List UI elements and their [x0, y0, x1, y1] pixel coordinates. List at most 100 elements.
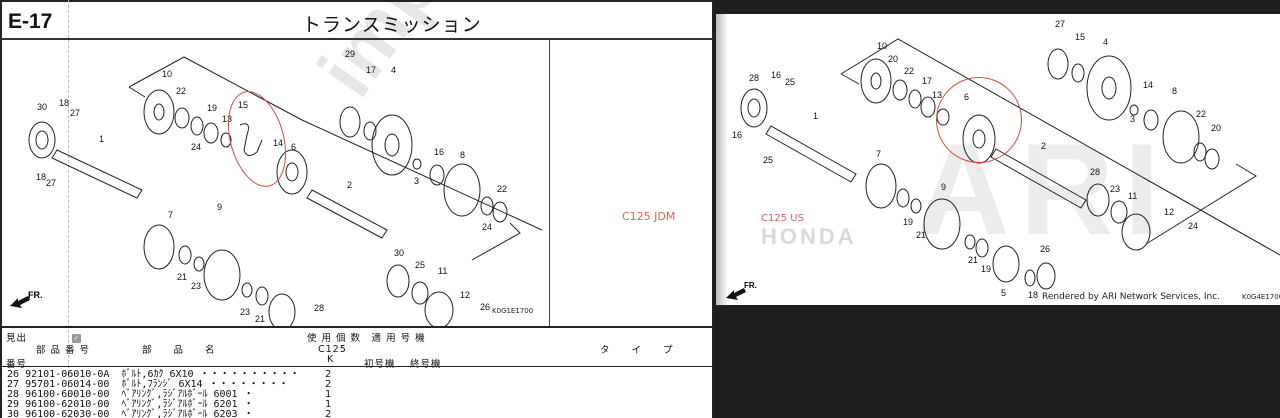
svg-text:4: 4 — [391, 65, 396, 75]
svg-text:23: 23 — [1110, 184, 1120, 194]
svg-text:8: 8 — [1172, 86, 1177, 96]
header-model-sub: K — [327, 354, 335, 365]
section-title: トランスミッション — [302, 14, 482, 36]
left-parts-diagram-panel: impex-jp.com E-17 トランスミッション — [0, 0, 714, 418]
svg-text:21: 21 — [968, 255, 978, 265]
table-row[interactable]: 30 96100-62030-00 ﾍﾞｱﾘﾝｸﾞ,ﾗｼﾞｱﾙﾎﾞｰﾙ 6203… — [7, 409, 254, 418]
svg-text:11: 11 — [1128, 191, 1137, 201]
svg-text:18: 18 — [59, 98, 69, 108]
title-bar: E-17 トランスミッション — [0, 0, 714, 40]
svg-text:16: 16 — [771, 70, 781, 80]
svg-text:21: 21 — [255, 314, 265, 324]
svg-text:24: 24 — [191, 142, 201, 152]
svg-text:11: 11 — [438, 266, 447, 276]
qty-cell: 1 — [325, 399, 332, 410]
svg-text:15: 15 — [238, 100, 248, 110]
svg-text:10: 10 — [162, 69, 172, 79]
svg-text:30: 30 — [394, 248, 404, 258]
svg-text:15: 15 — [1075, 32, 1085, 42]
svg-text:27: 27 — [70, 108, 80, 118]
table-row[interactable]: 27 95701-06014-00 ﾎﾞﾙﾄ,ﾌﾗﾝｼﾞ 6X14 ・・・・・・… — [7, 379, 289, 390]
svg-text:23: 23 — [191, 281, 201, 291]
svg-text:26: 26 — [1040, 244, 1050, 254]
svg-text:16: 16 — [732, 130, 742, 140]
header-ref-bottom: 番号 — [6, 359, 28, 370]
svg-text:2: 2 — [347, 180, 352, 190]
render-credit: Rendered by ARI Network Services, Inc. — [1042, 292, 1221, 302]
header-divider — [2, 366, 712, 367]
svg-text:13: 13 — [222, 114, 232, 124]
svg-text:14: 14 — [273, 138, 283, 148]
svg-text:14: 14 — [1143, 80, 1153, 90]
svg-text:16: 16 — [434, 147, 444, 157]
svg-text:24: 24 — [482, 222, 492, 232]
svg-text:30: 30 — [37, 102, 47, 112]
svg-text:7: 7 — [876, 149, 881, 159]
svg-text:22: 22 — [1196, 109, 1206, 119]
svg-text:17: 17 — [922, 76, 932, 86]
svg-text:27: 27 — [46, 178, 56, 188]
svg-text:12: 12 — [1164, 207, 1174, 217]
header-type: タ イ プ — [600, 345, 674, 356]
svg-text:6: 6 — [291, 142, 296, 152]
svg-text:9: 9 — [217, 202, 222, 212]
column-divider — [68, 0, 69, 418]
panel-shadow — [716, 14, 728, 305]
header-last-serial: 終号機 — [410, 359, 442, 370]
svg-text:26: 26 — [480, 302, 490, 312]
header-part-name: 部 品 名 — [142, 345, 216, 356]
svg-text:21: 21 — [177, 272, 187, 282]
honda-watermark: HONDA — [761, 224, 857, 249]
diagram-code: K0G4E1700 — [1242, 293, 1280, 301]
svg-text:24: 24 — [1188, 221, 1198, 231]
svg-text:19: 19 — [207, 103, 217, 113]
svg-text:7: 7 — [168, 210, 173, 220]
svg-text:29: 29 — [345, 49, 355, 59]
front-arrow-icon: FR. — [8, 290, 48, 312]
svg-text:3: 3 — [1130, 114, 1135, 124]
table-row[interactable]: 28 96100-60010-00 ﾍﾞｱﾘﾝｸﾞ,ﾗｼﾞｱﾙﾎﾞｰﾙ 6001… — [7, 389, 254, 400]
svg-text:8: 8 — [460, 150, 465, 160]
table-row[interactable]: 29 96100-62010-00 ﾍﾞｱﾘﾝｸﾞ,ﾗｼﾞｱﾙﾎﾞｰﾙ 6201… — [7, 399, 254, 410]
svg-text:28: 28 — [314, 303, 324, 313]
section-code: E-17 — [8, 10, 53, 33]
header-usage: 使 用 個 数 適 用 号 機 — [307, 333, 426, 344]
header-first-serial: 初号機 — [364, 359, 396, 370]
header-model: C125 — [318, 344, 347, 355]
svg-text:25: 25 — [415, 260, 425, 270]
svg-text:27: 27 — [1055, 19, 1065, 29]
model-label-jdm: C125 JDM — [622, 210, 676, 223]
svg-text:25: 25 — [763, 155, 773, 165]
front-arrow-icon: FR. — [724, 280, 764, 305]
svg-text:25: 25 — [785, 77, 795, 87]
svg-text:1: 1 — [813, 111, 818, 121]
header-ref-top: 見出 — [6, 333, 28, 344]
svg-text:4: 4 — [1103, 37, 1108, 47]
svg-text:1: 1 — [99, 134, 104, 144]
svg-text:13: 13 — [932, 90, 942, 100]
svg-text:22: 22 — [176, 86, 186, 96]
svg-text:28: 28 — [749, 73, 759, 83]
svg-text:18: 18 — [1028, 290, 1038, 300]
qty-cell: 2 — [325, 369, 332, 380]
svg-text:17: 17 — [366, 65, 376, 75]
table-row[interactable]: 26 92101-06010-0A ﾎﾞﾙﾄ,6ｶｸ 6X10 ・・・・・・・・… — [7, 369, 300, 380]
svg-text:9: 9 — [941, 182, 946, 192]
svg-text:23: 23 — [240, 307, 250, 317]
diagram-code: K0G1E1700 — [492, 307, 534, 315]
svg-text:FR.: FR. — [744, 281, 757, 290]
checkbox-toggle[interactable]: ✓ — [72, 334, 81, 343]
svg-text:2: 2 — [1041, 141, 1046, 151]
parts-table: 見出 ✓ 部 品 番 号 部 品 名 使 用 個 数 適 用 号 機 C125 … — [0, 326, 714, 418]
qty-cell: 2 — [325, 409, 332, 418]
header-part-no: 部 品 番 号 — [36, 345, 91, 356]
svg-text:19: 19 — [903, 217, 913, 227]
svg-text:22: 22 — [904, 66, 914, 76]
svg-text:19: 19 — [981, 264, 991, 274]
highlight-circle-gear6 — [936, 77, 1022, 163]
svg-text:22: 22 — [497, 184, 507, 194]
